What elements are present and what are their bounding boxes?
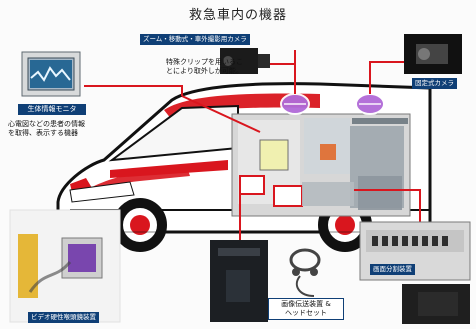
label-encoder: 画像伝送装置 & ヘッドセット [268, 298, 344, 320]
label-monitor: 生体情報モニタ [18, 104, 86, 115]
interior-photo [231, 113, 411, 217]
diagram-title: 救急車内の機器 [188, 8, 287, 23]
note-clip: 特殊クリップを用いるこ とにより取外しが可能。 [166, 58, 243, 75]
label-fixed-camera: 固定式カメラ [412, 78, 457, 89]
label-video-scope: ビデオ硬性喉頭鏡装置 [28, 312, 99, 323]
video-scope-device [9, 209, 121, 323]
fixed-camera [404, 34, 462, 74]
purple-markers [280, 93, 385, 115]
zoom-camera [220, 48, 270, 74]
encoder-headset [210, 240, 321, 322]
note-monitor: 心電図などの患者の情報 を取得、表示する機器 [8, 120, 85, 137]
vital-monitor [21, 51, 81, 97]
label-splitter: 画面分割装置 [370, 264, 415, 275]
label-zoom-camera: ズーム・移動式・車外撮影用カメラ [140, 34, 250, 45]
